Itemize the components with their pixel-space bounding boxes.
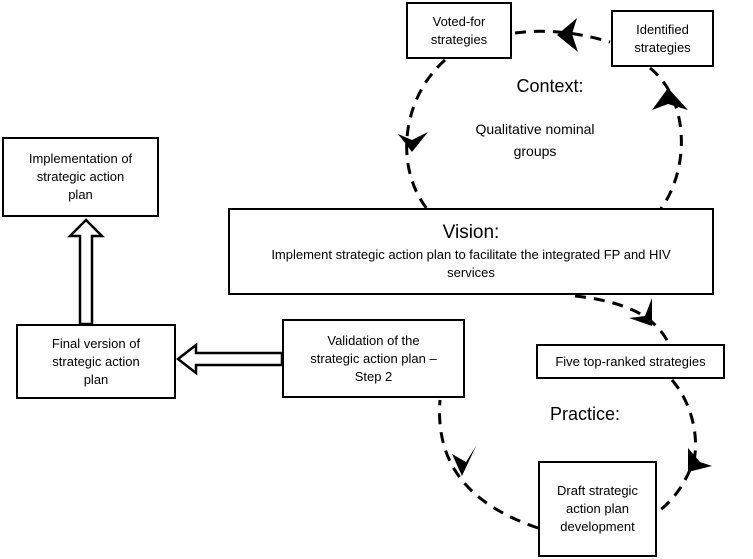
practice-cycle-arc-top bbox=[574, 294, 670, 343]
context-cycle-arc-left bbox=[405, 58, 446, 211]
practice-arrowhead-top bbox=[629, 298, 652, 326]
validation-text: Validation of the strategic action plan … bbox=[310, 332, 437, 384]
five-top-ranked-text: Five top-ranked strategies bbox=[555, 353, 706, 369]
implementation-text: Implementation of strategic action plan bbox=[28, 151, 133, 202]
hollow-arrow-left bbox=[175, 342, 284, 376]
hollow-arrow-up bbox=[66, 218, 106, 326]
final-version-text: Final version of strategic action plan bbox=[51, 335, 141, 387]
draft-plan-text: Draft strategic action plan development bbox=[557, 483, 638, 534]
validation-box: Validation of the strategic action plan … bbox=[282, 319, 465, 398]
voted-for-strategies-box: Voted-for strategies bbox=[406, 2, 512, 59]
identified-strategies-text: Identified strategies bbox=[634, 21, 691, 55]
practice-label: Practice: bbox=[549, 404, 621, 424]
practice-cycle-arc-bottom-left bbox=[438, 399, 539, 530]
context-arrowhead-left bbox=[398, 132, 428, 152]
vision-text: Implement strategic action plan to facil… bbox=[271, 246, 671, 280]
context-arrowhead-right bbox=[652, 88, 688, 110]
practice-arrowhead-right bbox=[688, 448, 712, 472]
vision-box: Vision: Implement strategic action plan … bbox=[228, 208, 714, 295]
five-top-ranked-box: Five top-ranked strategies bbox=[536, 344, 725, 379]
practice-arrowhead-left bbox=[452, 446, 476, 476]
identified-strategies-box: Identified strategies bbox=[611, 10, 714, 67]
context-cycle-arc-right bbox=[649, 66, 683, 211]
implementation-box: Implementation of strategic action plan bbox=[2, 137, 159, 217]
context-label: Context: bbox=[516, 76, 584, 96]
vision-title: Vision: bbox=[442, 221, 500, 243]
context-arrowhead-top bbox=[557, 18, 578, 52]
qualitative-nominal-groups-label: Qualitative nominal groups bbox=[475, 121, 595, 159]
draft-plan-box: Draft strategic action plan development bbox=[538, 461, 657, 557]
voted-for-strategies-text: Voted-for strategies bbox=[430, 13, 488, 47]
practice-cycle-arc-bottom-right bbox=[657, 469, 692, 514]
final-version-box: Final version of strategic action plan bbox=[16, 324, 176, 399]
